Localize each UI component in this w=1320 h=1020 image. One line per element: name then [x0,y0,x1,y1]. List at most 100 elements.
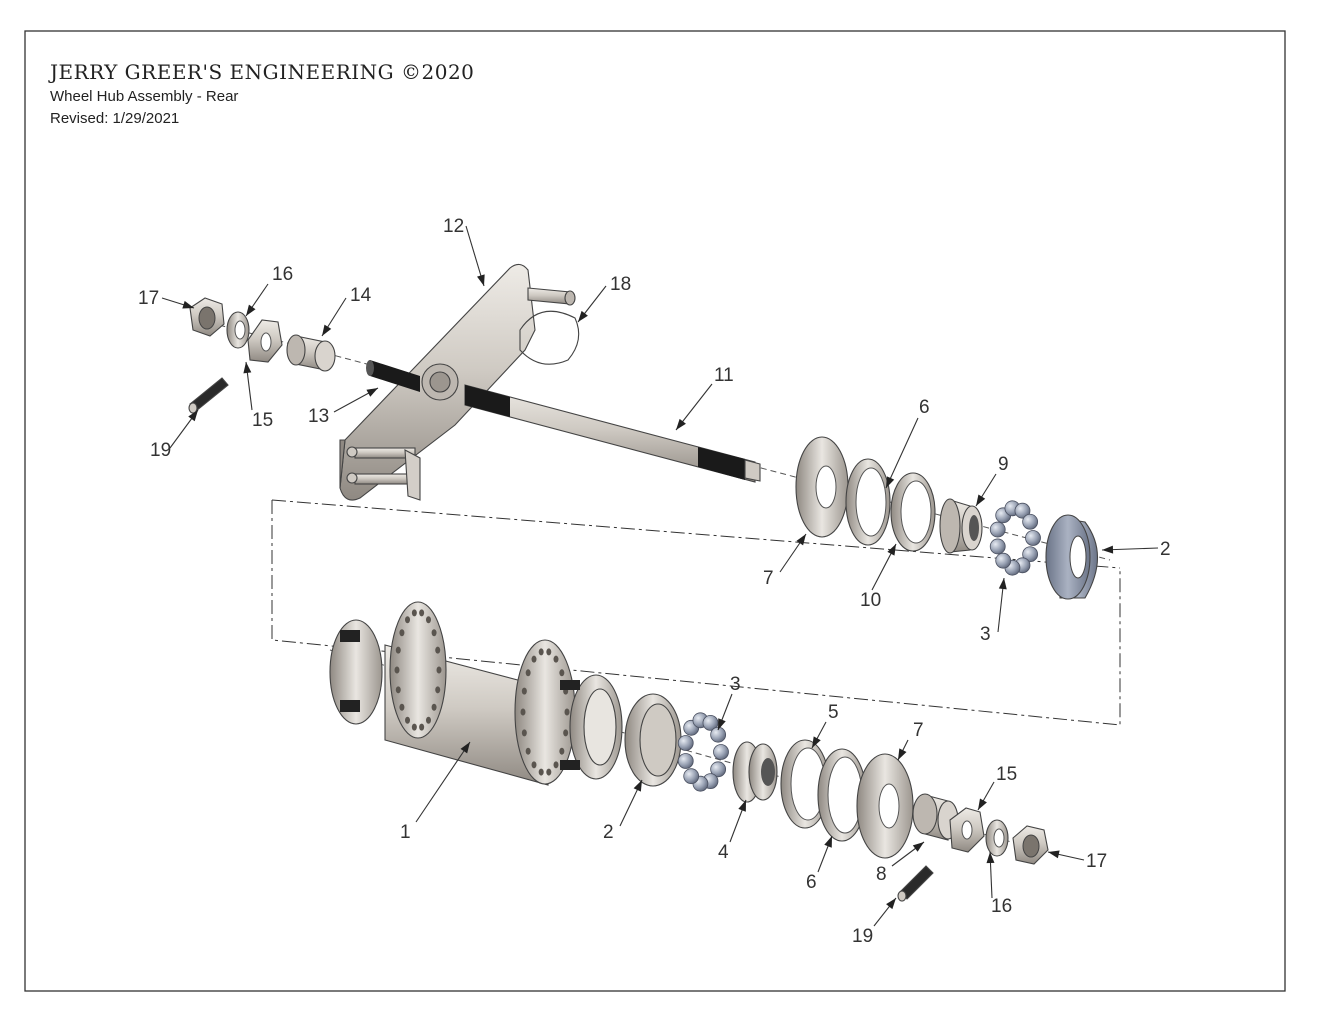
revision-date: Revised: 1/29/2021 [50,110,179,127]
spoke-hole [525,669,531,677]
spoke-hole [531,655,537,663]
leader-arrowhead [824,836,832,848]
part-17-hex-nut-lower [1012,825,1049,865]
callout-5: 5 [828,702,839,723]
spoke-hole [411,609,417,617]
part-17-hex-nut-upper [189,297,225,337]
part-13-threaded-stud [366,360,420,392]
spoke-hole [546,648,552,656]
leader-arrowhead [578,310,588,322]
part-7-large-washer-lower [856,753,914,859]
spoke-hole [553,761,559,769]
callout-19-upper: 19 [150,440,171,461]
part-18-clamp-pin [519,287,580,365]
callout-2-lower: 2 [603,822,614,843]
spoke-hole [559,747,565,755]
drawing-border [24,30,1286,992]
leader-arrowhead [978,798,987,810]
part-2-bearing-cup-upper [1045,514,1099,600]
bearing-ball [677,735,694,751]
spoke-hole [426,716,431,724]
callout-3-upper: 3 [980,624,991,645]
bearing-ball [1022,546,1039,563]
leader-line [885,417,919,489]
part-6-ring-lower [817,748,867,842]
part-7-large-washer-upper [795,436,849,538]
callout-15-upper: 15 [252,410,273,431]
leader-arrowhead [243,362,252,374]
bearing-ball [989,538,1006,555]
spoke-hole [520,708,526,716]
leader-arrowhead [886,898,896,910]
part-6-ring-upper [845,458,891,546]
spoke-hole [395,686,401,694]
spoke-hole [426,616,431,624]
spoke-hole [435,686,441,694]
leader-arrowhead [738,800,746,812]
spoke-hole [419,609,425,617]
spoke-hole [435,646,441,654]
bearing-ball [989,521,1006,538]
spoke-hole [436,666,442,674]
spoke-hole [431,703,437,711]
callout-9: 9 [998,454,1009,475]
spoke-hole [521,729,527,737]
spoke-hole [394,666,400,674]
bearing-ball [683,768,700,785]
company-title: JERRY GREER'S ENGINEERING ©2020 [48,60,474,84]
callout-6-upper: 6 [919,397,930,418]
spoke-hole [395,646,401,654]
drawing-subtitle: Wheel Hub Assembly - Rear [50,88,238,105]
bearing-ball [702,714,719,731]
spoke-hole [399,629,405,637]
part-12-axle-plate [339,263,536,501]
callout-7-lower: 7 [913,720,924,741]
spoke-hole [525,747,531,755]
spoke-hole [538,768,544,776]
callout-15-lower: 15 [996,764,1017,785]
callout-leaders [161,225,1159,927]
callout-4: 4 [718,842,729,863]
part-1-hub-shell [329,601,623,786]
leader-arrowhead [812,736,821,748]
callout-17-upper: 17 [138,288,159,309]
spoke-hole [538,648,544,656]
bearing-ball [713,744,729,760]
leader-arrowhead [796,534,806,546]
leader-arrowhead [188,410,198,422]
spoke-hole [399,703,405,711]
callout-16-lower: 16 [991,896,1012,917]
leader-arrowhead [182,300,194,309]
part-15-tab-washer-lower [949,807,985,853]
leader-arrowhead [322,324,332,336]
leader-arrowhead [1048,850,1060,859]
part-16-lock-washer-upper [226,311,250,349]
leader-arrowhead [912,842,924,852]
callout-6-lower: 6 [806,872,817,893]
bearing-ball [677,753,694,769]
part-9-bearing-cone [939,498,983,554]
bearing-ball [710,761,727,778]
leader-arrowhead [976,494,986,506]
part-19-pin-upper [188,377,229,414]
leader-arrowhead [718,718,726,730]
spoke-hole [419,723,425,731]
spoke-hole [563,729,569,737]
leader-arrowhead [898,748,907,760]
leader-arrowhead [887,544,896,556]
spoke-hole [546,768,552,776]
callout-12: 12 [443,216,464,237]
leader-arrowhead [477,274,485,286]
callout-16-upper: 16 [272,264,293,285]
callout-14: 14 [350,285,372,306]
leader-arrowhead [246,304,256,316]
leader-arrowhead [366,388,378,397]
part-3-ball-bearing-lower [677,712,729,792]
part-16-lock-washer-lower [985,819,1009,857]
part-11-axle [464,384,761,483]
spoke-hole [553,655,559,663]
spoke-hole [405,716,410,724]
callout-17-lower: 17 [1086,851,1107,872]
part-4-bearing-cone [732,741,778,803]
